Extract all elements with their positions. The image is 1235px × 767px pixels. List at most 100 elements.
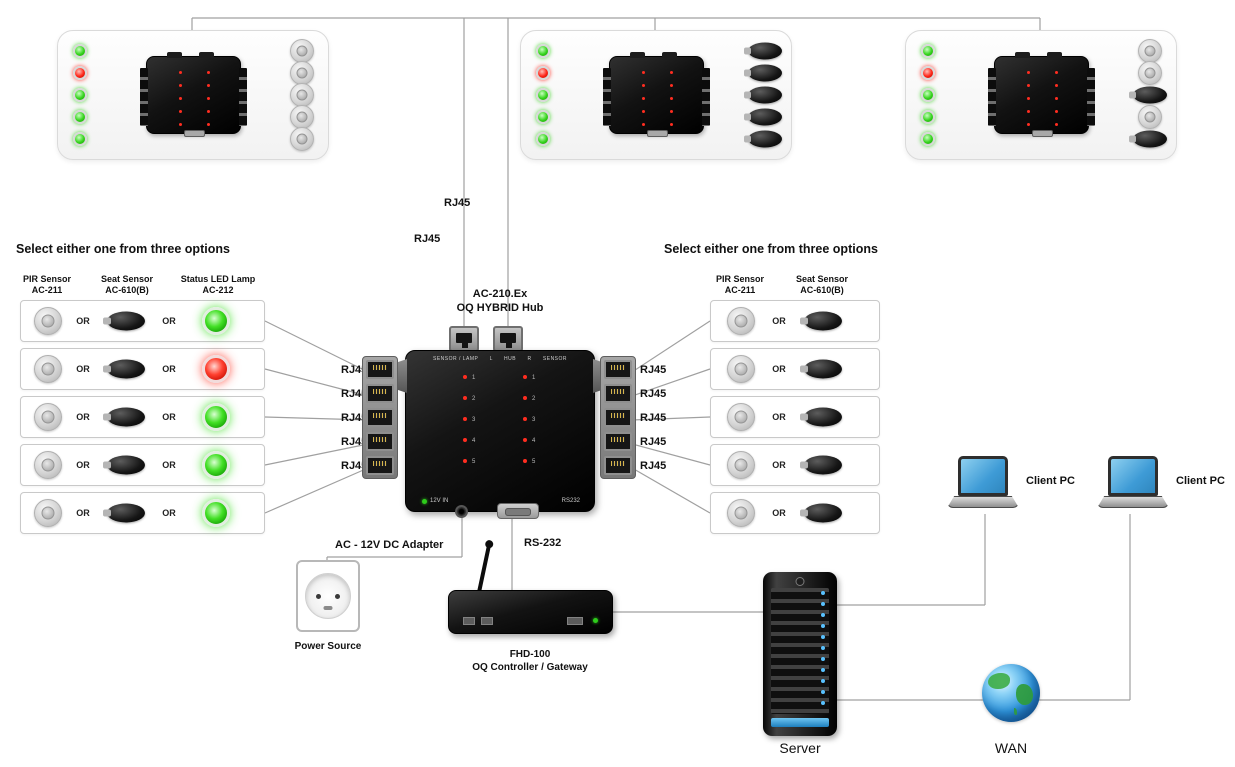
rj45-port	[604, 408, 632, 427]
hub-led-column	[670, 71, 673, 74]
outlet-hole	[335, 594, 340, 599]
client-pc-label: Client PC	[1176, 475, 1225, 487]
status-lamp-icon	[202, 403, 230, 431]
hub-title: AC-210.Ex OQ HYBRID Hub	[420, 287, 580, 316]
laptop-screen	[958, 456, 1008, 496]
power-led-icon	[422, 498, 427, 504]
column-name: PIR Sensor	[715, 274, 764, 284]
power-outlet	[296, 560, 360, 632]
hub-top-port	[1015, 52, 1030, 58]
pir-sensor-icon	[34, 355, 62, 383]
zone-sensor	[744, 86, 782, 104]
hub-led-column	[207, 71, 210, 74]
hub-port-bank-right	[600, 356, 636, 479]
hub-rs232-label: RS232	[561, 498, 580, 504]
hub-led-column	[642, 71, 645, 74]
or-label: OR	[772, 412, 786, 422]
zone-sensor	[1138, 39, 1162, 63]
hub-top-port	[167, 52, 182, 58]
outlet-slot	[323, 606, 333, 610]
rj45-jack	[493, 326, 523, 352]
rj45-label: RJ45	[640, 412, 667, 424]
rj45-port	[604, 384, 632, 403]
seat-sensor-icon	[800, 455, 842, 475]
right-section-title: Select either one from three options	[664, 242, 878, 256]
or-label: OR	[162, 460, 176, 470]
pir-sensor-icon	[727, 499, 755, 527]
left-option-row: OR OR	[20, 396, 265, 438]
hub-side-connector	[702, 68, 710, 126]
or-label: OR	[772, 316, 786, 326]
zone-sensor	[1138, 105, 1162, 129]
rj45-label: RJ45	[640, 436, 667, 448]
dc-power-jack	[455, 505, 468, 518]
or-label: OR	[76, 508, 90, 518]
zone-status-led	[73, 110, 87, 124]
controller-model: FHD-100	[509, 649, 551, 660]
column-model: AC-212	[202, 285, 234, 296]
hub-top-port	[199, 52, 214, 58]
server-led-column	[821, 591, 825, 595]
column-header-pir: PIR Sensor AC-211	[702, 274, 778, 297]
laptop-icon	[1097, 456, 1169, 510]
pir-sensor-icon	[34, 451, 62, 479]
hub-side-connector	[988, 68, 996, 126]
hub-side-connector	[239, 68, 247, 126]
hub-serial-port	[1032, 130, 1053, 137]
right-option-row: OR	[710, 396, 880, 438]
laptop-base	[947, 496, 1019, 508]
zone-status-led	[73, 88, 87, 102]
zone-hub-panel	[57, 30, 329, 160]
hub-side-connector	[140, 68, 148, 126]
dc-adapter-label: AC - 12V DC Adapter	[335, 539, 444, 551]
zone-status-led	[536, 66, 550, 80]
seat-sensor-icon	[103, 359, 145, 379]
seat-sensor-icon	[800, 359, 842, 379]
rj45-label: RJ45	[414, 233, 441, 245]
column-header-seat: Seat Sensor AC-610(B)	[92, 274, 162, 297]
rj45-port	[366, 432, 394, 451]
zone-status-led	[921, 66, 935, 80]
pir-sensor-icon	[727, 403, 755, 431]
hub-model-label: AC-210.Ex	[472, 288, 528, 300]
zone-status-led	[536, 88, 550, 102]
hub-led-column	[1027, 71, 1030, 74]
or-label: OR	[76, 364, 90, 374]
column-name: Seat Sensor	[100, 274, 154, 284]
zone-status-led	[73, 44, 87, 58]
column-header-seat: Seat Sensor AC-610(B)	[782, 274, 862, 297]
controller-name: OQ Controller / Gateway	[472, 662, 588, 673]
or-label: OR	[772, 460, 786, 470]
power-source-label: Power Source	[294, 641, 362, 652]
rj45-label: RJ45	[444, 197, 471, 209]
zone-status-led	[73, 132, 87, 146]
or-label: OR	[76, 412, 90, 422]
rj45-port	[366, 360, 394, 379]
hub-side-connector	[603, 68, 611, 126]
hub-led-column	[523, 375, 527, 379]
pir-sensor-icon	[727, 307, 755, 335]
hub-power-indicator: 12V IN	[422, 498, 448, 504]
hub-led-column	[1055, 71, 1058, 74]
hub-top-port	[630, 52, 645, 58]
hub-top-port	[662, 52, 677, 58]
zone-status-led	[536, 132, 550, 146]
column-model: AC-610(B)	[800, 285, 844, 296]
rj45-label: RJ45	[341, 364, 368, 376]
hub-port-strip-label: SENSOR / LAMP L HUB R SENSOR	[432, 356, 568, 362]
right-option-row: OR	[710, 348, 880, 390]
or-label: OR	[76, 316, 90, 326]
right-option-row: OR	[710, 444, 880, 486]
zone-sensor	[290, 105, 314, 129]
server-tower	[763, 572, 837, 736]
zone-status-led	[921, 88, 935, 102]
pir-sensor-icon	[727, 451, 755, 479]
seat-sensor-icon	[800, 311, 842, 331]
zone-status-led	[536, 110, 550, 124]
zone-sensor	[290, 61, 314, 85]
hub-top-port	[1047, 52, 1062, 58]
column-model: AC-610(B)	[105, 285, 149, 296]
status-lamp-icon	[202, 499, 230, 527]
right-option-row: OR	[710, 492, 880, 534]
controller-device	[448, 590, 613, 634]
